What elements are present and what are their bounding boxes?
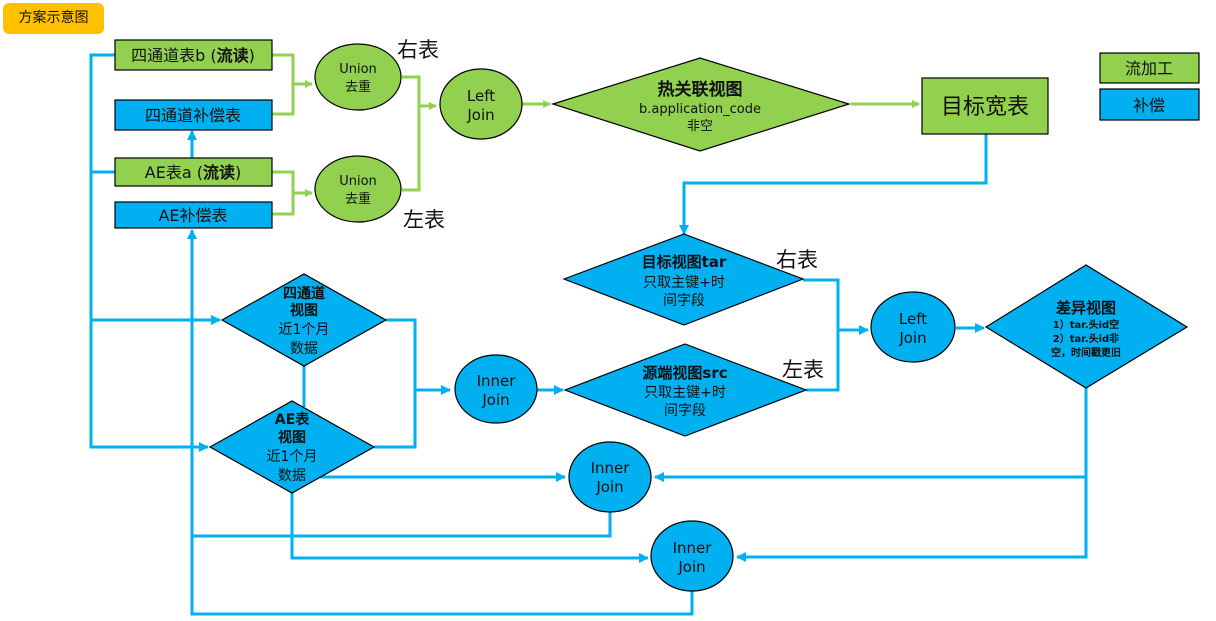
inner-join-a-label-1: Inner (591, 459, 631, 477)
connector-sitong-union (272, 53, 295, 116)
right-table-label-mid: 右表 (776, 248, 818, 272)
inner-join-a-label-2: Join (595, 478, 623, 496)
target-view-tar[interactable]: 目标视图tar 只取主键+时 间字段 (562, 233, 805, 326)
legend: 流加工 补偿 (1099, 52, 1200, 121)
title-badge: 方案示意图 (3, 3, 104, 34)
box-ae-stream-label: AE表a (流读) (145, 163, 241, 182)
inner-join-b-label-2: Join (677, 558, 705, 576)
tar-view-title: 目标视图tar (642, 253, 727, 271)
inner-join-mid[interactable]: Inner Join (454, 354, 538, 424)
hot-join-view[interactable]: 热关联视图 b.application_code 非空 (551, 57, 852, 152)
diff-view-line1: 1）tar.头id空 (1053, 318, 1119, 331)
union-bottom[interactable]: Union 去重 (314, 155, 402, 223)
connector-src-out (806, 330, 840, 392)
connector-ae-to-inner-b (290, 490, 649, 563)
union-bottom-label-2: 去重 (345, 191, 371, 207)
target-wide-table-label: 目标宽表 (941, 95, 1029, 120)
connector-inner-a-down (192, 511, 612, 538)
ae-view-l4: 数据 (278, 468, 306, 484)
diff-view[interactable]: 差异视图 1）tar.头id空 2）tar.头id非 空，时间戳更旧 (984, 264, 1189, 389)
diff-view-line2: 2）tar.头id非 (1053, 332, 1119, 345)
connector-to-ae-comp (187, 229, 694, 616)
connector-tar-out (803, 278, 869, 335)
union-top[interactable]: Union 去重 (314, 43, 402, 111)
legend-stream-label: 流加工 (1125, 59, 1173, 78)
left-join-mid-label-1: Left (899, 310, 927, 328)
connector-trunk-left (89, 53, 209, 452)
left-join-mid-label-2: Join (898, 329, 926, 347)
box-sitong-stream[interactable]: 四通道表b (流读) (114, 39, 273, 71)
connector-ae-union (272, 170, 295, 216)
union-top-label-2: 去重 (345, 79, 371, 95)
connector-sitong-view-out (386, 318, 451, 395)
src-view-line1: 只取主键+时 (644, 385, 726, 401)
ae-view-l2: 视图 (278, 429, 306, 446)
inner-join-b[interactable]: Inner Join (650, 520, 734, 592)
connector-diff-to-inner-b (736, 477, 1088, 562)
left-table-label-mid: 左表 (782, 358, 824, 382)
hot-view-title: 热关联视图 (658, 79, 743, 100)
sitong-view-l3: 近1个月 (279, 322, 330, 338)
legend-stream: 流加工 (1099, 52, 1200, 84)
inner-join-mid-label-1: Inner (477, 372, 517, 390)
union-top-label-1: Union (339, 62, 377, 77)
sitong-view-l2: 视图 (290, 302, 318, 319)
connector-union-bottom-out (402, 106, 421, 192)
hot-view-line2: 非空 (687, 119, 713, 134)
inner-join-a[interactable]: Inner Join (568, 441, 652, 513)
right-table-label-top: 右表 (397, 38, 439, 62)
tar-view-line2: 间字段 (663, 293, 705, 309)
ae-view-l3: 近1个月 (267, 449, 318, 465)
hot-view-line1: b.application_code (639, 102, 761, 117)
diff-view-line3: 空，时间戳更旧 (1051, 346, 1121, 359)
box-sitong-comp-label: 四通道补偿表 (145, 106, 241, 125)
sitong-view-l4: 数据 (290, 341, 318, 357)
left-join-mid[interactable]: Left Join (870, 291, 956, 363)
union-bottom-label-1: Union (339, 174, 377, 189)
src-view-title: 源端视图src (642, 364, 727, 382)
inner-join-b-label-1: Inner (673, 539, 713, 557)
left-join-top[interactable]: Left Join (439, 68, 523, 140)
connector-union-top-out (402, 75, 437, 110)
sitong-view-l1: 四通道 (283, 285, 325, 302)
connector-ae-view-out (374, 390, 417, 449)
src-view-line2: 间字段 (664, 403, 706, 419)
box-ae-stream[interactable]: AE表a (流读) (114, 157, 273, 187)
sitong-view[interactable]: 四通道 视图 近1个月 数据 (220, 273, 388, 367)
box-ae-comp-label: AE补偿表 (158, 206, 227, 225)
ae-view-l1: AE表 (275, 411, 310, 428)
source-view-src[interactable]: 源端视图src 只取主键+时 间字段 (563, 343, 808, 437)
legend-compensate-label: 补偿 (1133, 96, 1165, 115)
left-table-label-top: 左表 (403, 208, 445, 232)
box-sitong-comp[interactable]: 四通道补偿表 (114, 99, 273, 131)
box-sitong-stream-label: 四通道表b (流读) (131, 46, 255, 65)
inner-join-mid-label-2: Join (481, 391, 509, 409)
target-wide-table[interactable]: 目标宽表 (921, 77, 1049, 135)
diff-view-title: 差异视图 (1056, 299, 1116, 317)
legend-compensate: 补偿 (1099, 88, 1200, 121)
tar-view-line1: 只取主键+时 (643, 275, 725, 291)
connector-target-to-tar (679, 134, 988, 235)
ae-view[interactable]: AE表 视图 近1个月 数据 (208, 400, 376, 494)
left-join-top-label-1: Left (467, 87, 495, 105)
left-join-top-label-2: Join (466, 106, 494, 124)
box-ae-comp[interactable]: AE补偿表 (114, 201, 273, 229)
